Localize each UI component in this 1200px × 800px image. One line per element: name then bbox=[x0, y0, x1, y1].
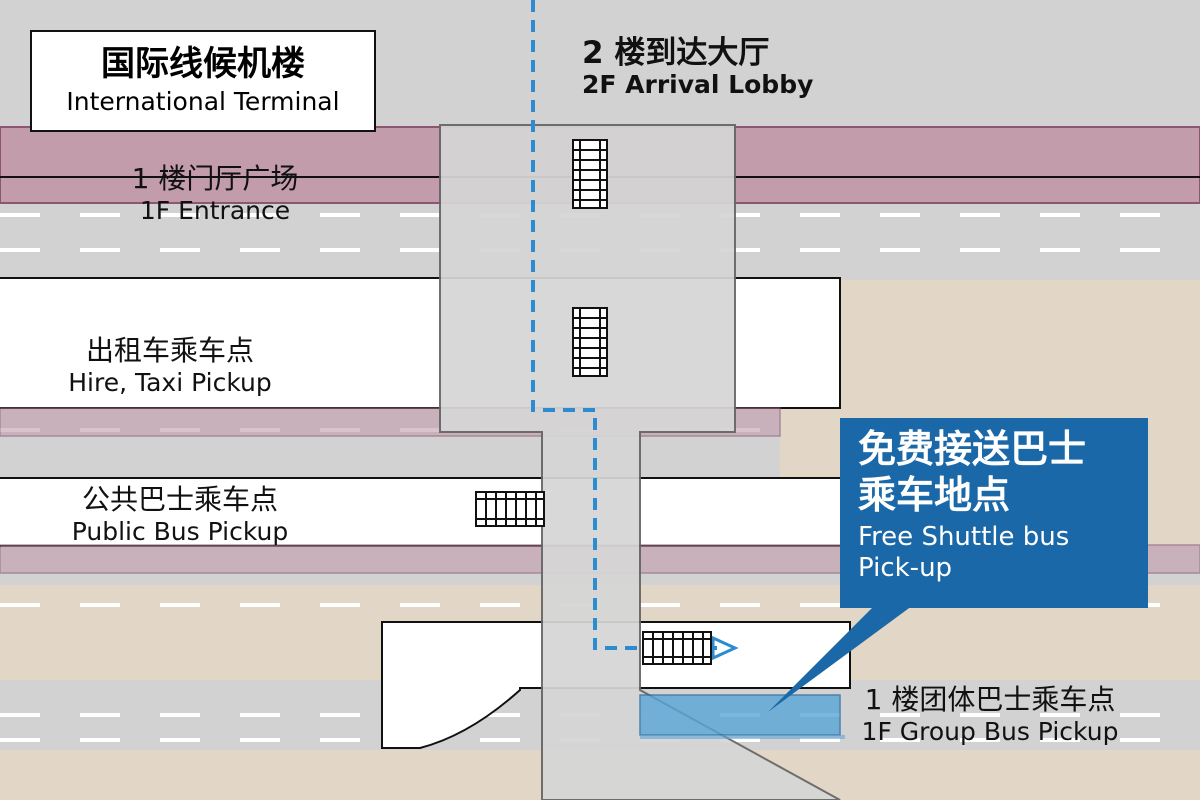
shuttle-en-line1: Free Shuttle bus bbox=[858, 522, 1070, 552]
escalator-icon bbox=[572, 307, 608, 377]
group-bus-zh: 1 楼团体巴士乘车点 bbox=[864, 683, 1116, 716]
shuttle-zh-line2: 乘车地点 bbox=[858, 473, 1011, 517]
escalator-icon bbox=[475, 491, 545, 527]
callout-pointer bbox=[768, 600, 920, 712]
shuttle-en-line2: Pick-up bbox=[858, 553, 953, 583]
route-line bbox=[531, 0, 720, 650]
group-bus-bay bbox=[639, 694, 841, 736]
terminal-name-zh: 国际线候机楼 bbox=[101, 44, 305, 84]
terminal-name-en: International Terminal bbox=[66, 87, 340, 116]
arrival-lobby-label: 2 楼到达大厅 2F Arrival Lobby bbox=[582, 36, 813, 100]
group-bus-label: 1 楼团体巴士乘车点 1F Group Bus Pickup bbox=[822, 683, 1158, 747]
walkway bbox=[439, 124, 841, 800]
escalator-icon bbox=[572, 139, 608, 209]
shuttle-callout: 免费接送巴士 乘车地点 Free Shuttle bus Pick-up bbox=[840, 418, 1148, 608]
entrance-zh: 1 楼门厅广场 bbox=[131, 162, 299, 195]
public-bus-label: 公共巴士乘车点 Public Bus Pickup bbox=[45, 483, 315, 547]
group-bus-en: 1F Group Bus Pickup bbox=[861, 717, 1119, 746]
taxi-en: Hire, Taxi Pickup bbox=[68, 368, 272, 397]
arrival-lobby-zh: 2 楼到达大厅 bbox=[582, 35, 770, 71]
route-arrow-icon bbox=[711, 635, 739, 661]
arrival-lobby-en: 2F Arrival Lobby bbox=[582, 70, 814, 99]
taxi-zh: 出租车乘车点 bbox=[85, 334, 254, 367]
entrance-label: 1 楼门厅广场 1F Entrance bbox=[100, 162, 330, 226]
escalator-icon bbox=[642, 631, 712, 665]
public-bus-zh: 公共巴士乘车点 bbox=[81, 483, 278, 516]
entrance-en: 1F Entrance bbox=[139, 196, 291, 225]
shuttle-zh-line1: 免费接送巴士 bbox=[858, 427, 1087, 471]
taxi-label: 出租车乘车点 Hire, Taxi Pickup bbox=[40, 334, 300, 398]
public-bus-en: Public Bus Pickup bbox=[71, 517, 289, 546]
terminal-label: 国际线候机楼 International Terminal bbox=[30, 30, 376, 132]
